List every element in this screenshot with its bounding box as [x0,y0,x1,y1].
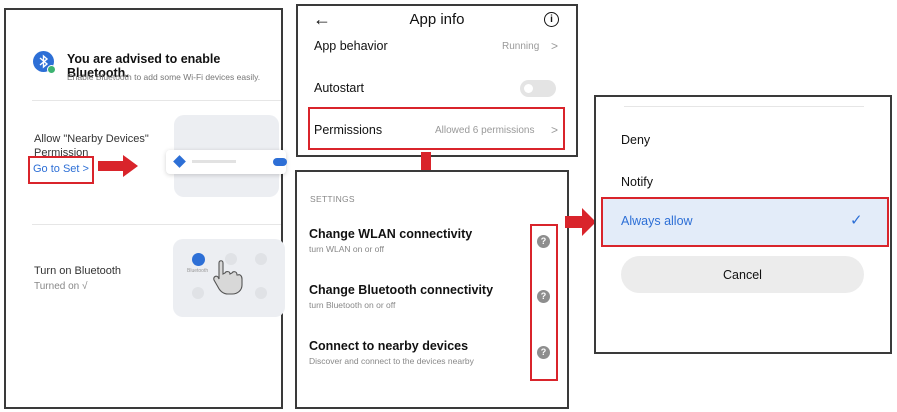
red-arrow-right-icon [98,155,138,177]
permission-item-title: Change WLAN connectivity [309,227,473,241]
help-icons-highlight [530,224,558,381]
bluetooth-advice-heading: You are advised to enable Bluetooth. [67,52,221,80]
option-label: Notify [621,175,653,189]
allow-nearby-devices-label: Allow "Nearby Devices" [34,133,149,145]
chevron-right-icon: > [82,163,89,175]
bluetooth-advice-panel: You are advised to enable Bluetooth. Ena… [4,8,287,409]
option-label: Always allow [621,214,693,228]
app-info-panel: ← App info i App behavior Running > Auto… [296,4,578,157]
permission-item-bluetooth[interactable]: Change Bluetooth connectivity turn Bluet… [297,280,567,316]
app-behavior-value: Running [502,41,540,52]
permission-item-nearby-devices[interactable]: Connect to nearby devices Discover and c… [297,336,567,372]
checkmark-icon: ✓ [850,212,863,229]
bluetooth-icon [33,51,56,74]
permission-item-subtitle: turn Bluetooth on or off [309,300,396,310]
help-icon[interactable]: ? [537,290,550,303]
help-icon[interactable]: ? [537,346,550,359]
hand-pointer-icon [213,260,243,295]
permission-item-wlan[interactable]: Change WLAN connectivity turn WLAN on or… [297,224,567,260]
divider [624,106,864,107]
option-label: Deny [621,133,651,147]
settings-permissions-panel: SETTINGS Change WLAN connectivity turn W… [295,170,569,409]
permissions-row[interactable]: Permissions Allowed 6 permissions > [298,118,576,144]
back-arrow-icon[interactable]: ← [313,9,331,29]
red-arrow-right-icon [565,208,596,236]
permission-item-title: Connect to nearby devices [309,339,469,353]
bluetooth-tile-label: Bluetooth [187,268,209,274]
info-icon[interactable]: i [544,12,559,27]
permissions-highlight [308,107,565,150]
chevron-right-icon: > [551,123,559,137]
permission-item-title: Change Bluetooth connectivity [309,283,494,297]
cancel-button[interactable]: Cancel [621,256,864,293]
section-header: SETTINGS [310,194,355,204]
bluetooth-tile-icon [192,253,205,266]
settings-row-illustration [166,150,287,174]
cancel-button-label: Cancel [723,268,762,282]
turn-on-bluetooth-label: Turn on Bluetooth [34,265,122,277]
option-notify[interactable]: Notify [596,171,890,197]
permissions-label: Permissions [314,123,383,137]
autostart-toggle[interactable] [520,80,556,97]
option-deny[interactable]: Deny [596,129,890,155]
permission-item-subtitle: Discover and connect to the devices near… [309,356,474,366]
control-center-illustration: Bluetooth [173,239,285,317]
go-to-set-highlight [28,156,94,184]
page-title: App info [409,11,465,28]
divider [32,100,281,101]
diamond-icon [173,155,186,168]
toggle-illustration [273,158,287,166]
bluetooth-advice-subtext: Enable Bluetooth to add some Wi-Fi devic… [67,72,261,82]
app-behavior-row[interactable]: App behavior Running > [298,36,576,62]
permission-options-dialog: Deny Notify Always allow ✓ Cancel [594,95,892,354]
turned-on-status: Turned on √ [34,281,88,292]
go-to-set-link[interactable]: Go to Set > [33,163,89,175]
app-behavior-label: App behavior [314,39,388,53]
help-icon[interactable]: ? [537,235,550,248]
permission-item-subtitle: turn WLAN on or off [309,244,384,254]
permissions-value: Allowed 6 permissions [435,125,535,136]
option-always-allow[interactable]: Always allow ✓ [601,197,889,247]
divider [32,224,281,225]
go-to-set-label: Go to Set [33,163,80,175]
autostart-label: Autostart [314,81,365,95]
autostart-row: Autostart [298,76,576,102]
chevron-right-icon: > [551,39,559,53]
